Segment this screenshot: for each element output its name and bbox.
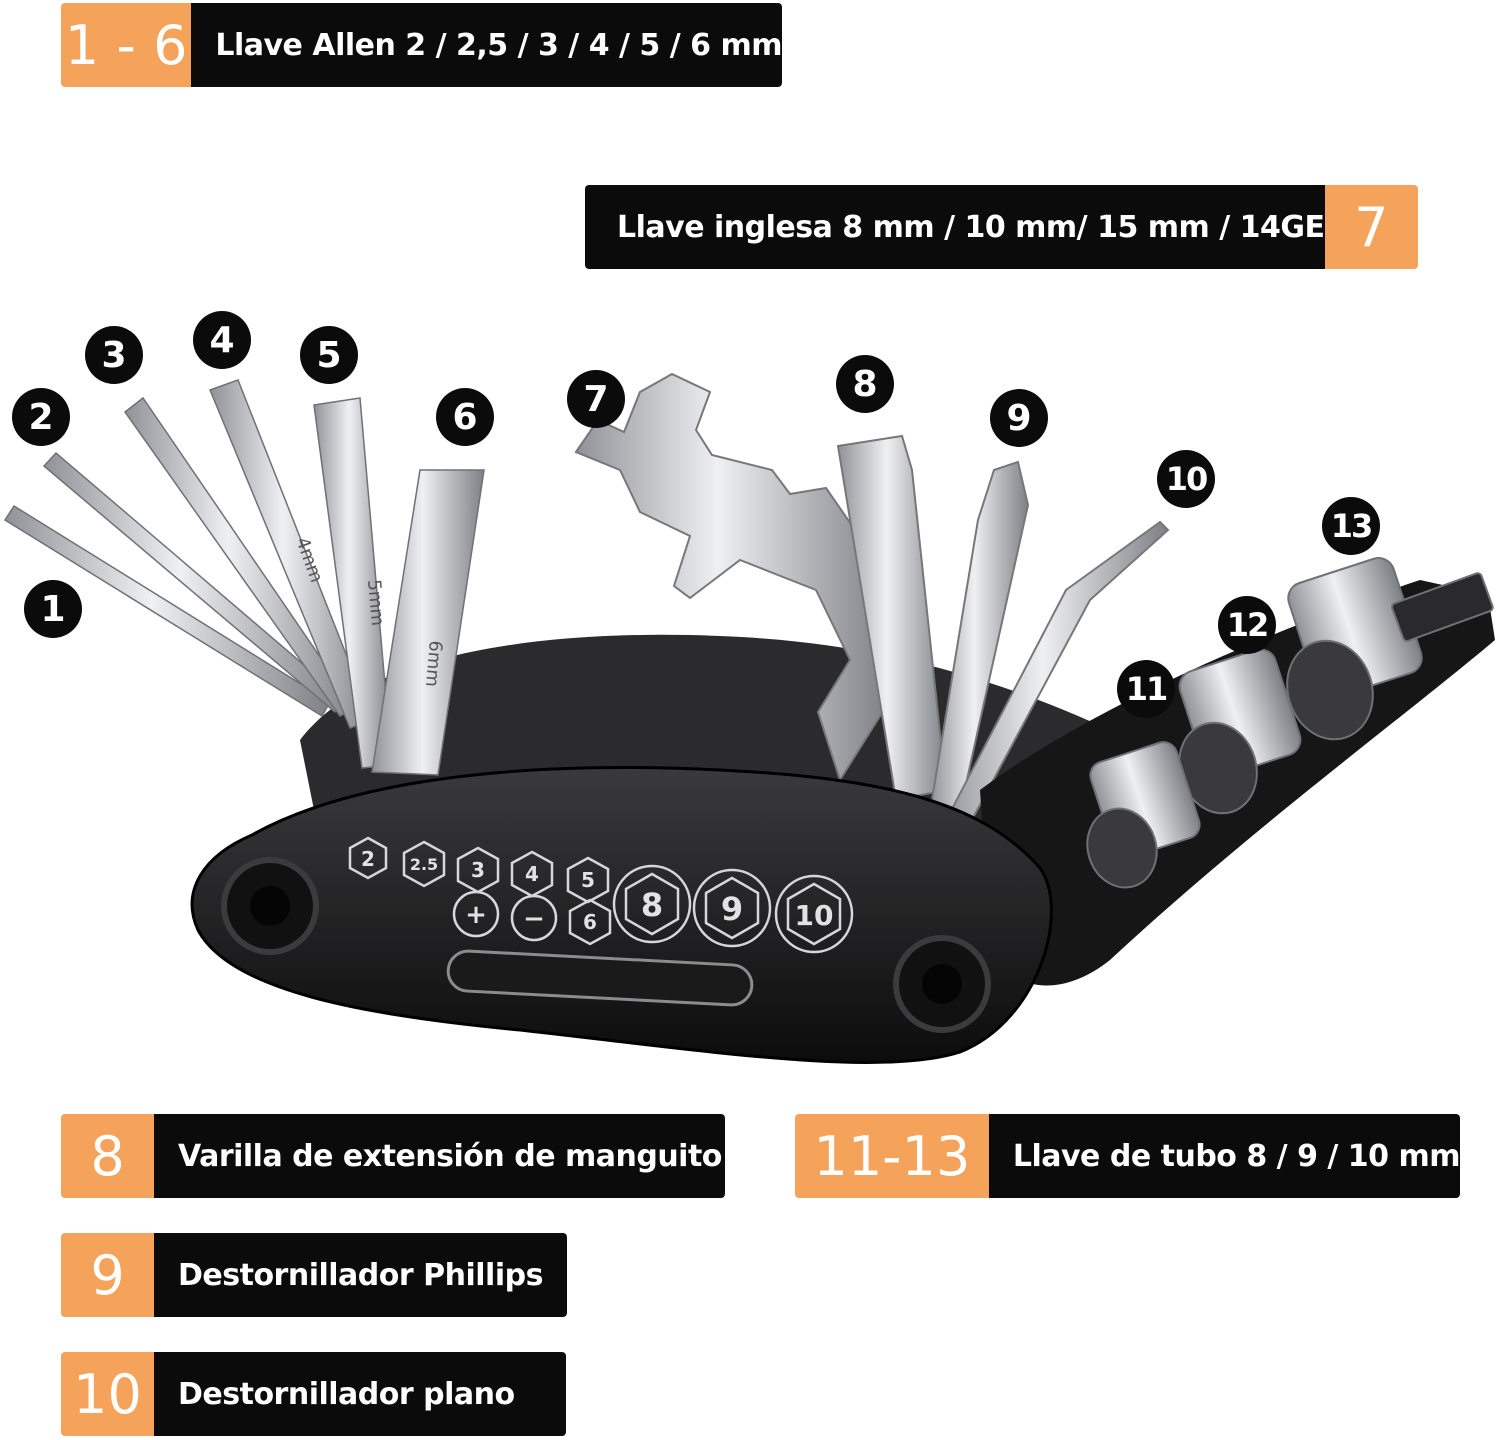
callout-2: 2 (12, 388, 70, 446)
hex-label-5: 5 (581, 868, 595, 892)
label-phillips: 9 Destornillador Phillips (61, 1233, 567, 1317)
label-extension: 8 Varilla de extensión de manguito (61, 1114, 725, 1198)
callout-4: 4 (193, 311, 251, 369)
allen-engravings: 4mm 5mm 6mm (291, 535, 446, 688)
label-flat-number: 10 (61, 1352, 154, 1436)
allen-keys (3, 379, 485, 776)
hex-label-6: 6 (583, 910, 597, 934)
hex-label-8: 8 (641, 886, 663, 924)
callout-12: 12 (1218, 596, 1276, 654)
label-flat: 10 Destornillador plano (61, 1352, 566, 1436)
label-allen-number: 1 - 6 (61, 3, 192, 87)
callout-9: 9 (990, 389, 1048, 447)
label-phillips-number: 9 (61, 1233, 154, 1317)
hex-label-3: 3 (471, 858, 485, 882)
hex-label-2: 2 (361, 847, 375, 871)
hex-label-2-5: 2.5 (410, 855, 438, 874)
label-flat-text: Destornillador plano (154, 1352, 566, 1436)
extension-rod (836, 434, 948, 802)
label-socket: 11-13 Llave de tubo 8 / 9 / 10 mm (795, 1114, 1460, 1198)
label-allen: 1 - 6 Llave Allen 2 / 2,5 / 3 / 4 / 5 / … (61, 3, 782, 87)
sockets (1086, 557, 1494, 889)
label-allen-text: Llave Allen 2 / 2,5 / 3 / 4 / 5 / 6 mm (191, 3, 782, 87)
callout-7: 7 (567, 370, 625, 428)
label-extension-text: Varilla de extensión de manguito (154, 1114, 725, 1198)
callout-3: 3 (85, 326, 143, 384)
callout-6: 6 (436, 388, 494, 446)
label-phillips-text: Destornillador Phillips (154, 1233, 567, 1317)
callout-11: 11 (1117, 660, 1175, 718)
flat-symbol: − (523, 904, 545, 934)
hex-label-9: 9 (721, 890, 743, 928)
phillips-symbol: + (465, 900, 487, 930)
allen-engraving-6mm: 6mm (421, 640, 446, 688)
handle-slot (446, 949, 754, 1007)
label-wrench-text: Llave inglesa 8 mm / 10 mm/ 15 mm / 14GE (585, 185, 1325, 269)
callout-10: 10 (1157, 450, 1215, 508)
label-wrench-number: 7 (1324, 185, 1418, 269)
callout-5: 5 (300, 326, 358, 384)
hex-label-10: 10 (795, 899, 834, 932)
allen-engraving-5mm: 5mm (363, 579, 388, 627)
callout-13: 13 (1322, 497, 1380, 555)
hex-label-4: 4 (525, 862, 539, 886)
multitool-illustration: 4mm 5mm 6mm 2 (3, 372, 1495, 1064)
hex-markings (348, 836, 854, 954)
label-socket-text: Llave de tubo 8 / 9 / 10 mm (988, 1114, 1460, 1198)
label-socket-number: 11-13 (795, 1114, 989, 1198)
label-extension-number: 8 (61, 1114, 154, 1198)
callout-8: 8 (836, 355, 894, 413)
handle-body (190, 766, 1053, 1064)
callout-1: 1 (24, 580, 82, 638)
label-wrench: Llave inglesa 8 mm / 10 mm/ 15 mm / 14GE… (585, 185, 1418, 269)
